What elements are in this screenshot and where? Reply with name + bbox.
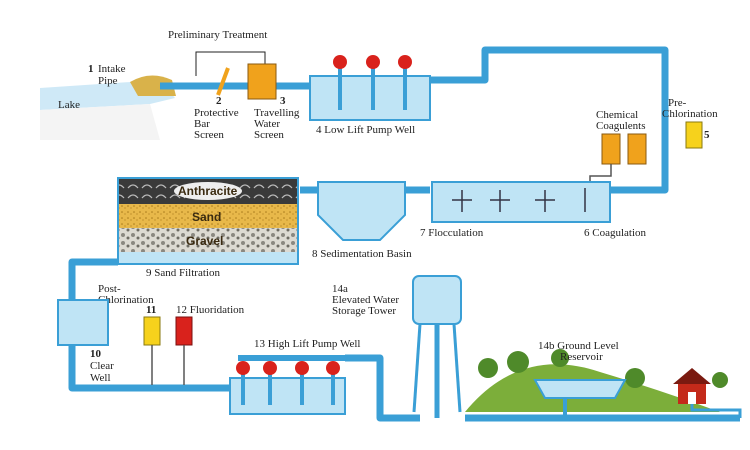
intake-pipe-label: Pipe: [98, 75, 118, 87]
bar-screen-label-2: Bar: [194, 118, 210, 130]
clear-well: [57, 299, 109, 346]
postchlor-label-1: Post-: [98, 283, 121, 295]
travelling-water-screen: [247, 63, 277, 100]
chem11-tank: [143, 316, 161, 346]
lake-area: [40, 75, 176, 140]
bar-screen-label-1: Protective: [194, 107, 239, 119]
low-lift-label: 4 Low Lift Pump Well: [316, 124, 415, 136]
chem11-number: 11: [146, 304, 156, 316]
postchlor-label-2: Chlorination: [98, 294, 154, 306]
coagulant-label-2: Coagulents: [596, 120, 646, 132]
flocculation-label: 7 Flocculation: [420, 227, 484, 239]
sand-label: Sand: [192, 210, 221, 224]
travel-screen-number: 3: [280, 95, 286, 107]
high-pump-1: [236, 361, 250, 375]
coagulation-label: 6 Coagulation: [584, 227, 647, 239]
coagulant-label-1: Chemical: [596, 109, 638, 121]
bar-screen-number: 2: [216, 95, 222, 107]
reservoir-label-2: Reservoir: [560, 351, 603, 363]
fluoride-tank: [175, 316, 193, 346]
house: [673, 368, 711, 404]
high-lift-pump-pipes: [241, 372, 335, 405]
elevated-storage-tower: [412, 275, 462, 418]
sedimentation-label: 8 Sedimentation Basin: [312, 248, 412, 260]
pump-2: [366, 55, 380, 69]
travel-screen-label-1: Travelling: [254, 107, 300, 119]
high-lift-label: 13 High Lift Pump Well: [254, 338, 360, 350]
pump-1: [333, 55, 347, 69]
low-lift-pump-pipes: [338, 66, 407, 110]
protective-bar-screen: [216, 67, 230, 96]
gravel-label: Gravel: [186, 234, 223, 248]
flocculation-basin: [431, 181, 611, 223]
prechlor-tank: [685, 121, 703, 149]
low-lift-pump-well: [309, 75, 431, 121]
prechlor-label-1: Pre-: [668, 97, 687, 109]
tower-number: 14a: [332, 283, 348, 295]
preliminary-treatment-label: Preliminary Treatment: [168, 29, 267, 41]
high-pump-3: [295, 361, 309, 375]
bar-screen-label-3: Screen: [194, 129, 224, 141]
clear-well-number: 10: [90, 348, 102, 360]
clear-well-label-1: Clear: [90, 360, 114, 372]
travel-screen-label-2: Water: [254, 118, 280, 130]
coagulant-tank-2: [627, 133, 647, 165]
anthracite-badge: [174, 182, 242, 200]
ground-reservoir: [533, 379, 627, 399]
reservoir-label-1: 14b Ground Level: [538, 340, 619, 352]
high-pump-2: [263, 361, 277, 375]
intake-label: Intake: [98, 63, 126, 75]
fluoridation-label: 12 Fluoridation: [176, 304, 245, 316]
travel-screen-label-3: Screen: [254, 129, 284, 141]
prechlor-number: 5: [704, 129, 710, 141]
anthracite-label: Anthracite: [178, 184, 238, 198]
sand-filtration-label: 9 Sand Filtration: [146, 267, 220, 279]
intake-number: 1: [88, 63, 94, 75]
lake-label: Lake: [58, 99, 80, 111]
pipe-network: [68, 46, 740, 422]
flocculation-mixers: [452, 188, 586, 212]
tower-label-1: Elevated Water: [332, 294, 399, 306]
pump-3: [398, 55, 412, 69]
sedimentation-basin: [317, 181, 406, 241]
high-lift-pump-well: [229, 377, 346, 415]
coagulant-tank-1: [601, 133, 621, 165]
tower-label-2: Storage Tower: [332, 305, 396, 317]
prechlor-label-2: Chlorination: [662, 108, 718, 120]
clear-well-label-2: Well: [90, 372, 111, 384]
preliminary-bracket: [195, 51, 266, 76]
high-pump-4: [326, 361, 340, 375]
house-supply-pipe: [690, 404, 742, 418]
